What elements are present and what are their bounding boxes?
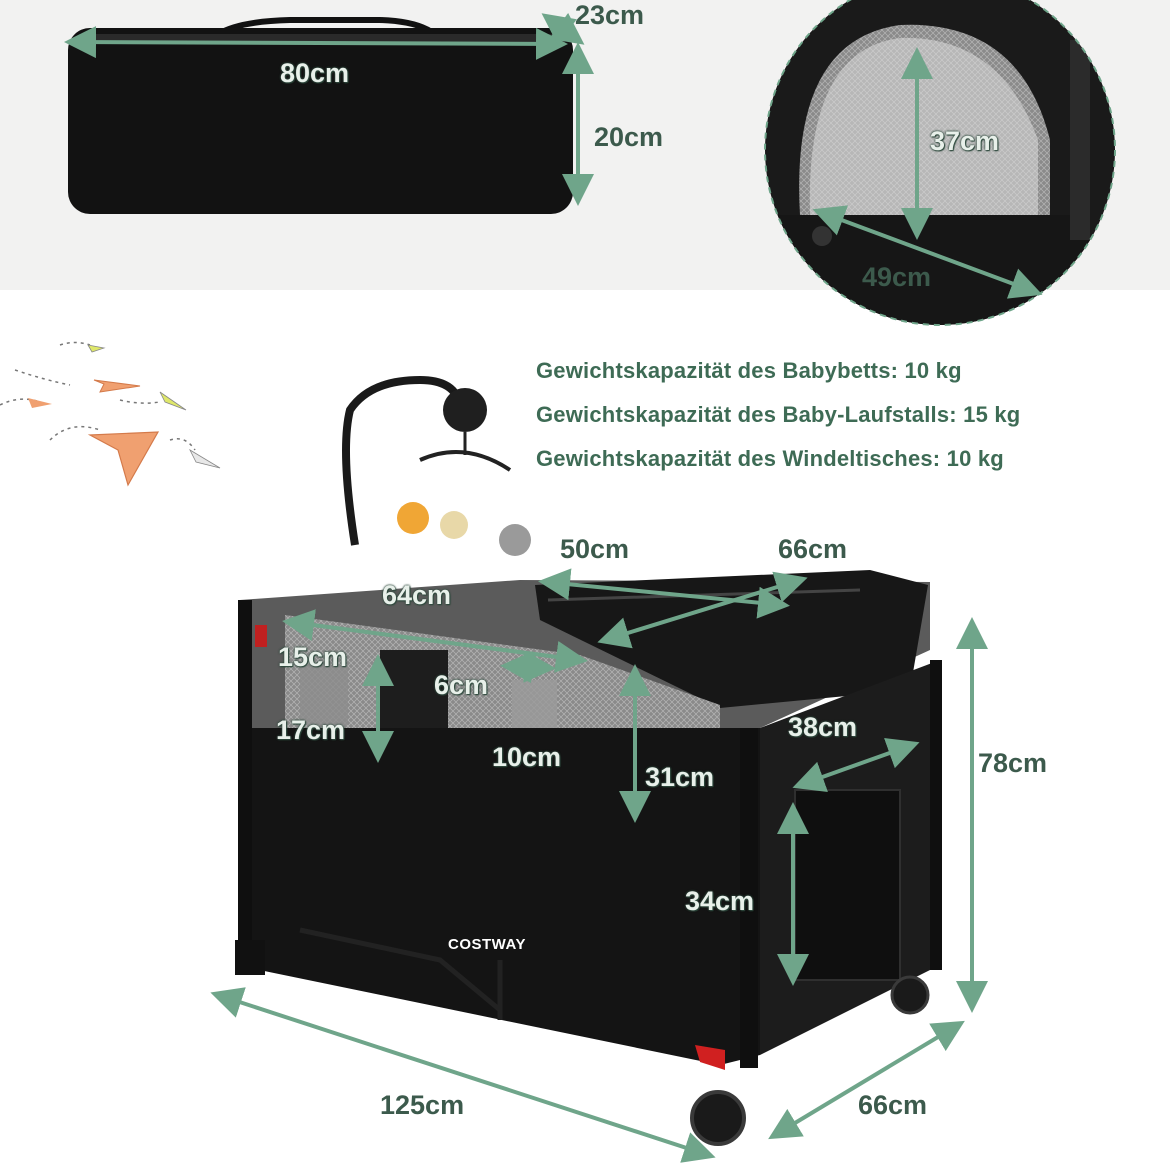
changer-width-label: 50cm — [560, 534, 630, 564]
door-detail-inset — [764, 0, 1116, 326]
changer-length-label: 66cm — [778, 534, 848, 564]
dimension-arrows — [64, 12, 1043, 1163]
paper-planes-decoration — [0, 341, 221, 487]
side-pocket-width-label: 38cm — [788, 712, 858, 742]
door-height-label: 37cm — [930, 126, 1000, 156]
organizer-width-label: 15cm — [278, 642, 348, 672]
bassinet-length-label: 64cm — [382, 580, 452, 610]
bag-length-label: 80cm — [280, 58, 350, 88]
total-width-label: 66cm — [858, 1090, 928, 1120]
pocket-width-label: 6cm — [434, 670, 489, 700]
organizer-height-label: 17cm — [276, 715, 346, 745]
brand-logo-text: COSTWAY — [448, 936, 526, 953]
side-pocket-height-label: 34cm — [685, 886, 755, 916]
travel-bag — [68, 17, 573, 214]
bassinet-depth-label: 31cm — [645, 762, 715, 792]
total-height-label: 78cm — [978, 748, 1048, 778]
total-length-label: 125cm — [380, 1090, 465, 1120]
playard-crib — [235, 375, 942, 1146]
door-width-label: 49cm — [862, 262, 932, 292]
bag-depth-label: 23cm — [575, 0, 645, 30]
spec-playard-capacity: Gewichtskapazität des Baby-Laufstalls: 1… — [536, 402, 1021, 427]
spec-changer-capacity: Gewichtskapazität des Windeltisches: 10 … — [536, 446, 1004, 471]
spec-crib-capacity: Gewichtskapazität des Babybetts: 10 kg — [536, 358, 962, 383]
bag-height-label: 20cm — [594, 122, 664, 152]
pocket-height-label: 10cm — [492, 742, 562, 772]
